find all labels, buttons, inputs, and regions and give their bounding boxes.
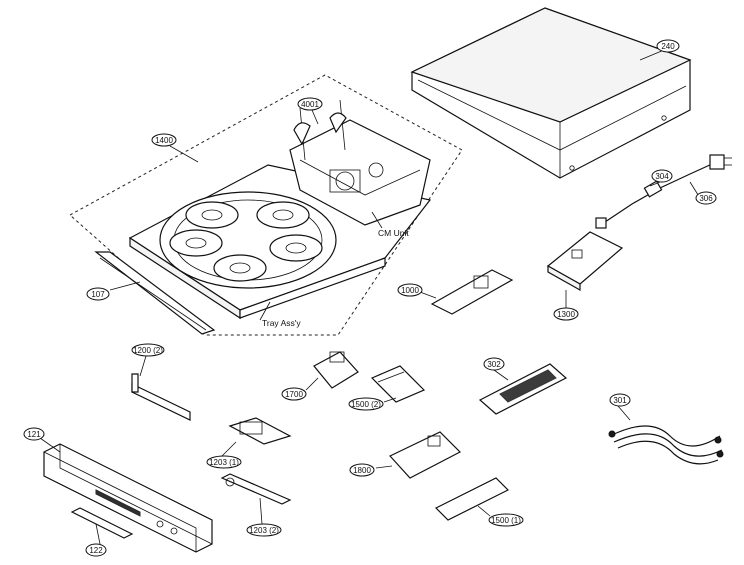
pcb-1300 — [546, 231, 624, 292]
callout-1200-2: 1200 (2) — [131, 343, 165, 357]
changer-mechanism-group — [69, 74, 463, 336]
callout-122: 122 — [85, 543, 107, 557]
callout-1500-1: 1500 (1) — [488, 513, 524, 527]
callout-1500-2: 1500 (2) — [348, 397, 384, 411]
svg-text:301: 301 — [613, 396, 627, 405]
board-1500-1 — [434, 477, 510, 521]
callout-304: 304 — [651, 169, 673, 183]
bracket-1200 — [131, 373, 191, 421]
callout-1800: 1800 — [349, 463, 375, 477]
board-1203-1 — [228, 417, 292, 445]
svg-text:302: 302 — [487, 360, 501, 369]
board-1700 — [313, 351, 359, 389]
svg-text:304: 304 — [655, 172, 669, 181]
av-cable — [608, 425, 724, 465]
callout-302: 302 — [483, 357, 505, 371]
cm-unit-label: CM Unit — [378, 228, 409, 238]
callout-301: 301 — [609, 393, 631, 407]
svg-text:1500 (2): 1500 (2) — [351, 400, 381, 409]
svg-text:306: 306 — [699, 194, 713, 203]
callout-4001: 4001 — [297, 97, 323, 111]
callout-1000: 1000 — [397, 283, 423, 297]
remote-control — [478, 363, 568, 415]
trim-strip — [94, 251, 216, 335]
svg-text:1300: 1300 — [557, 310, 575, 319]
callout-1203-2: 1203 (2) — [246, 523, 282, 537]
board-1500-2 — [370, 365, 426, 403]
svg-text:1800: 1800 — [353, 466, 371, 475]
callout-1700: 1700 — [281, 387, 307, 401]
svg-text:1200 (2): 1200 (2) — [133, 346, 163, 355]
svg-text:121: 121 — [27, 430, 41, 439]
callout-1300: 1300 — [553, 307, 579, 321]
tray-assy-label: Tray Ass'y — [262, 318, 301, 328]
leader-lines — [39, 49, 701, 545]
callout-1203-1: 1203 (1) — [206, 455, 242, 469]
board-1000 — [430, 269, 514, 315]
top-cover — [410, 7, 692, 179]
svg-text:107: 107 — [91, 290, 105, 299]
callout-240: 240 — [656, 39, 680, 53]
callout-306: 306 — [695, 191, 717, 205]
svg-text:1000: 1000 — [401, 286, 419, 295]
front-panel — [43, 443, 213, 553]
board-1800 — [389, 431, 462, 479]
svg-text:240: 240 — [661, 42, 675, 51]
display-window — [70, 507, 134, 539]
svg-text:122: 122 — [89, 546, 103, 555]
svg-text:1700: 1700 — [285, 390, 303, 399]
svg-text:1203 (2): 1203 (2) — [249, 526, 279, 535]
callout-107: 107 — [86, 287, 110, 301]
board-1203-2 — [220, 473, 292, 505]
callout-121: 121 — [23, 427, 45, 441]
svg-text:1400: 1400 — [155, 136, 173, 145]
svg-text:4001: 4001 — [301, 100, 319, 109]
callout-1400: 1400 — [151, 133, 177, 147]
svg-text:1500 (1): 1500 (1) — [491, 516, 521, 525]
svg-text:1203 (1): 1203 (1) — [209, 458, 239, 467]
ac-power-cord — [595, 154, 732, 229]
